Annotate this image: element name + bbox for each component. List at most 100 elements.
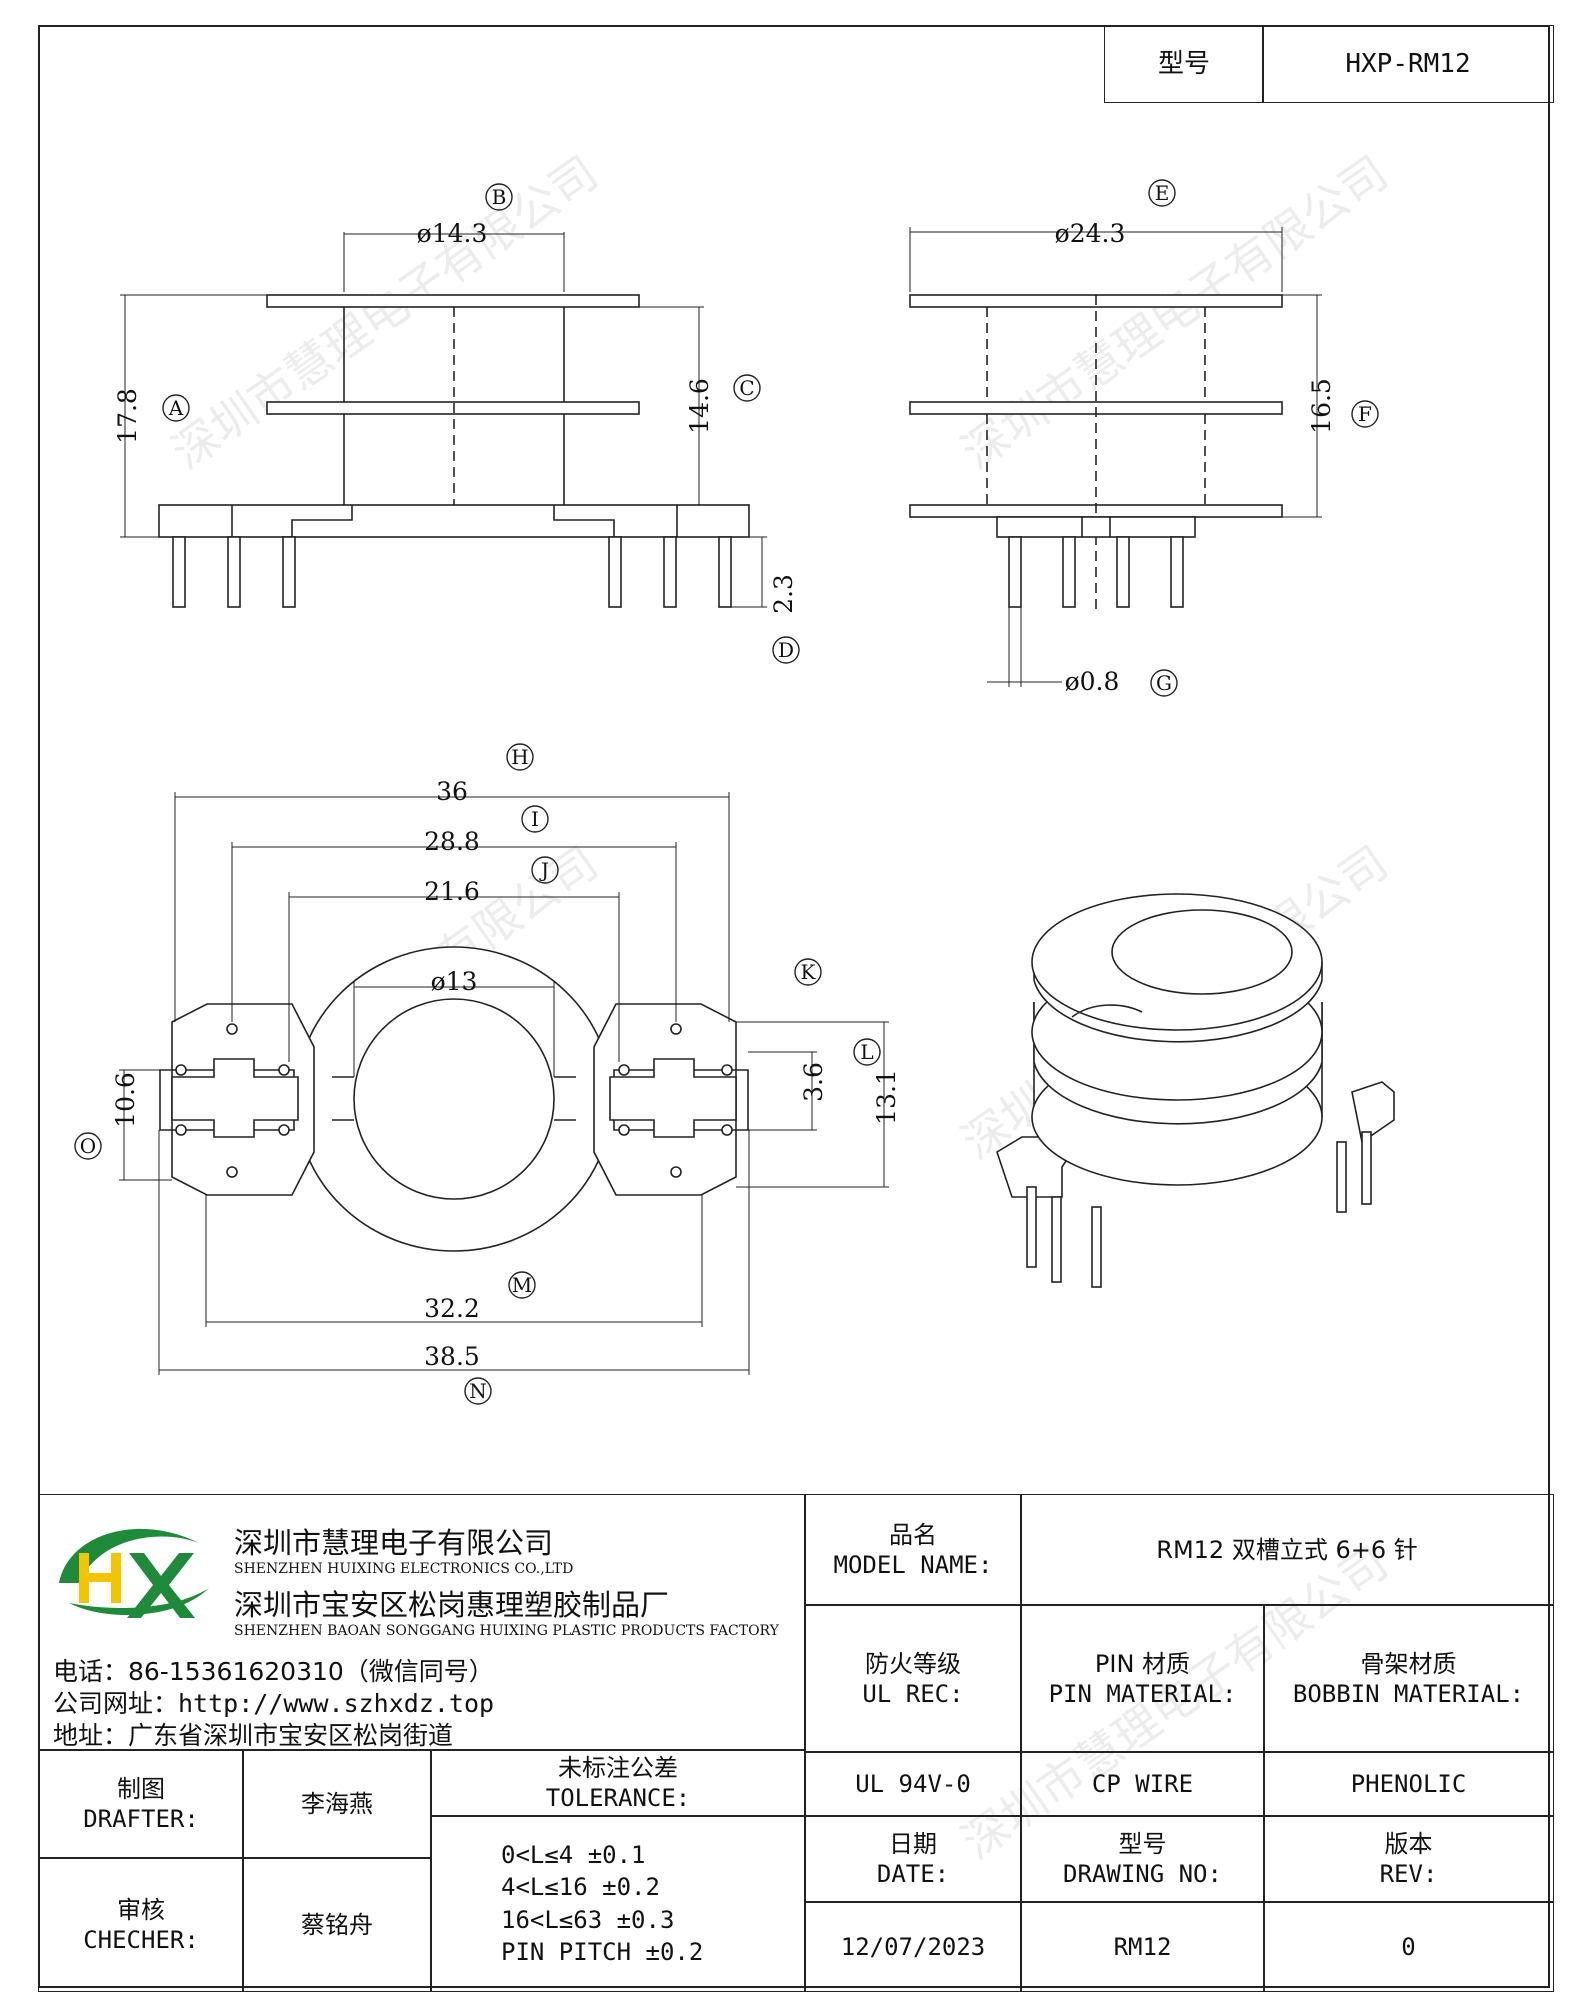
bobbin-material-label: 骨架材质 BOBBIN MATERIAL: xyxy=(1263,1604,1554,1753)
drawing-no-value-text: RM12 xyxy=(1113,1932,1172,1961)
bobbin-material-value: PHENOLIC xyxy=(1263,1751,1554,1817)
flame-label: 防火等级 UL REC: xyxy=(804,1604,1022,1753)
factory-name-en: SHENZHEN BAOAN SONGGANG HUIXING PLASTIC … xyxy=(234,1623,779,1639)
mark-j: J xyxy=(539,858,549,882)
bobbin-material-value-text: PHENOLIC xyxy=(1350,1770,1467,1798)
model-name-value: RM12 双槽立式 6+6 针 xyxy=(1020,1494,1554,1606)
model-name-en: MODEL NAME: xyxy=(833,1551,993,1579)
dim-h-text: 36 xyxy=(436,777,468,806)
date-label: 日期 DATE: xyxy=(804,1815,1022,1903)
mark-k: K xyxy=(801,960,817,984)
dim-a-text: 17.8 xyxy=(113,388,142,444)
mark-c: C xyxy=(739,376,754,400)
model-label: 型号 xyxy=(1104,25,1264,103)
pin-material-label: PIN 材质 PIN MATERIAL: xyxy=(1020,1604,1265,1753)
side-view-right xyxy=(909,227,1322,687)
mark-m: M xyxy=(512,1273,532,1297)
checker-cn: 审核 xyxy=(117,1895,165,1924)
mark-l: L xyxy=(860,1040,873,1064)
model-name-value-text: RM12 双槽立式 6+6 针 xyxy=(1156,1536,1418,1564)
model-value: HXP-RM12 xyxy=(1262,25,1554,103)
company-name-cn: 深圳市慧理电子有限公司 xyxy=(234,1526,554,1560)
drafter-cn: 制图 xyxy=(117,1775,165,1803)
mark-i: I xyxy=(531,807,539,831)
tolerance-en: TOLERANCE: xyxy=(545,1784,691,1812)
drafter-en: DRAFTER: xyxy=(83,1805,199,1833)
date-value: 12/07/2023 xyxy=(804,1901,1022,1992)
flame-cn: 防火等级 xyxy=(865,1649,961,1678)
drafter-name-text: 李海燕 xyxy=(301,1790,373,1818)
dim-d-text: 2.3 xyxy=(769,574,798,614)
dim-g-text: ø0.8 xyxy=(1065,667,1120,696)
website: 公司网址：http://www.szhxdz.top xyxy=(53,1689,495,1718)
mark-f: F xyxy=(1358,402,1372,426)
rev-value-text: 0 xyxy=(1401,1932,1416,1961)
drawing-no-cn: 型号 xyxy=(1118,1830,1167,1858)
dim-m-text: 32.2 xyxy=(424,1294,480,1323)
model-name-label: 品名 MODEL NAME: xyxy=(804,1494,1022,1606)
top-view xyxy=(119,792,889,1375)
drafter-name: 李海燕 xyxy=(242,1749,432,1859)
mark-o: O xyxy=(80,1134,96,1158)
address: 地址：广东省深圳市宝安区松岗街道 xyxy=(53,1721,454,1750)
factory-name-cn: 深圳市宝安区松岗惠理塑胶制品厂 xyxy=(234,1588,670,1622)
model-label-text: 型号 xyxy=(1157,48,1210,79)
rev-value: 0 xyxy=(1263,1901,1554,1992)
mark-b: B xyxy=(492,185,507,209)
company-info: 深圳市慧理电子有限公司 SHENZHEN HUIXING ELECTRONICS… xyxy=(38,1494,806,1751)
drawing-no-value: RM12 xyxy=(1020,1901,1265,1992)
date-en: DATE: xyxy=(876,1860,950,1888)
drafter-label: 制图 DRAFTER: xyxy=(38,1749,244,1859)
side-view-left xyxy=(120,232,767,608)
bobbin-material-en: BOBBIN MATERIAL: xyxy=(1292,1679,1525,1708)
dim-k-text: 3.6 xyxy=(799,1062,828,1102)
tolerance-row: 4<L≤16 ±0.2 xyxy=(501,1873,660,1902)
company-logo xyxy=(59,1528,209,1618)
tolerance-cn: 未标注公差 xyxy=(558,1754,678,1782)
checker-label: 审核 CHECHER: xyxy=(38,1857,244,1992)
mark-n: N xyxy=(469,1379,487,1403)
model-name-cn: 品名 xyxy=(889,1521,937,1549)
date-value-text: 12/07/2023 xyxy=(840,1932,986,1961)
rev-en: REV: xyxy=(1379,1860,1438,1888)
technical-drawing: ø14.3 B 17.8 A 14.6 C 2.3 D ø24.3 E 16.5… xyxy=(74,179,1395,1405)
drawing-sheet: 型号 HXP-RM12 深圳市慧理电子有限公司 深圳市慧理电子有限公司 深圳市慧… xyxy=(38,25,1554,1992)
tolerance-label: 未标注公差 TOLERANCE: xyxy=(430,1749,806,1817)
dim-o-text: 10.6 xyxy=(111,1072,140,1128)
mark-e: E xyxy=(1155,181,1170,205)
rev-cn: 版本 xyxy=(1384,1830,1433,1858)
pin-material-value-text: CP WIRE xyxy=(1091,1770,1194,1798)
phone: 电话：86-15361620310（微信同号） xyxy=(53,1657,494,1686)
flame-value: UL 94V-0 xyxy=(804,1751,1022,1817)
tolerance-row: 16<L≤63 ±0.3 xyxy=(501,1905,675,1934)
bobbin-material-cn: 骨架材质 xyxy=(1360,1649,1457,1678)
dim-l-text: 13.1 xyxy=(872,1069,901,1125)
checker-en: CHECHER: xyxy=(83,1925,199,1954)
drawing-no-en: DRAWING NO: xyxy=(1063,1860,1222,1888)
model-value-text: HXP-RM12 xyxy=(1345,48,1471,79)
dim-c-text: 14.6 xyxy=(685,378,714,434)
rev-label: 版本 REV: xyxy=(1263,1815,1554,1903)
dim-f-text: 16.5 xyxy=(1307,378,1336,434)
tolerance-values: 0<L≤4 ±0.1 4<L≤16 ±0.2 16<L≤63 ±0.3 PIN … xyxy=(430,1815,806,1992)
dim-n-text: 38.5 xyxy=(424,1342,480,1371)
mark-a: A xyxy=(168,396,184,420)
company-name-en: SHENZHEN HUIXING ELECTRONICS CO.,LTD xyxy=(234,1561,574,1577)
dim-i-text: 28.8 xyxy=(424,827,480,856)
isometric-view xyxy=(996,893,1395,1288)
drawing-no-label: 型号 DRAWING NO: xyxy=(1020,1815,1265,1903)
pin-material-en: PIN MATERIAL: xyxy=(1048,1679,1237,1708)
date-cn: 日期 xyxy=(889,1830,937,1858)
dim-core-text: ø13 xyxy=(431,967,478,996)
mark-d: D xyxy=(778,638,794,662)
dim-j-text: 21.6 xyxy=(424,877,480,906)
flame-en: UL REC: xyxy=(862,1679,964,1708)
checker-name-text: 蔡铭舟 xyxy=(301,1910,373,1939)
tolerance-row: PIN PITCH ±0.2 xyxy=(501,1937,704,1966)
pin-material-value: CP WIRE xyxy=(1020,1751,1265,1817)
dim-e-text: ø24.3 xyxy=(1055,219,1126,248)
checker-name: 蔡铭舟 xyxy=(242,1857,432,1992)
dim-b-text: ø14.3 xyxy=(417,219,488,248)
flame-value-text: UL 94V-0 xyxy=(855,1770,971,1798)
mark-g: G xyxy=(1156,671,1172,695)
